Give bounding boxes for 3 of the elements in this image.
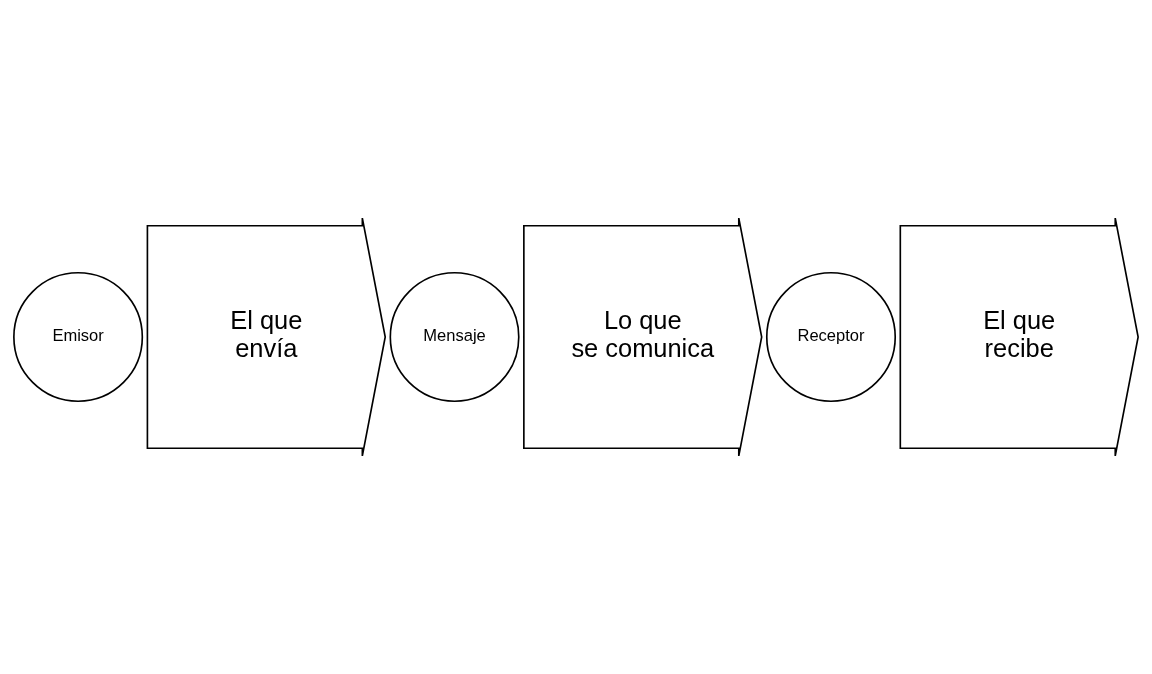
node-circle: Emisor — [13, 271, 144, 403]
node-circle: Receptor — [765, 271, 897, 403]
node-circle: Mensaje — [389, 271, 520, 403]
